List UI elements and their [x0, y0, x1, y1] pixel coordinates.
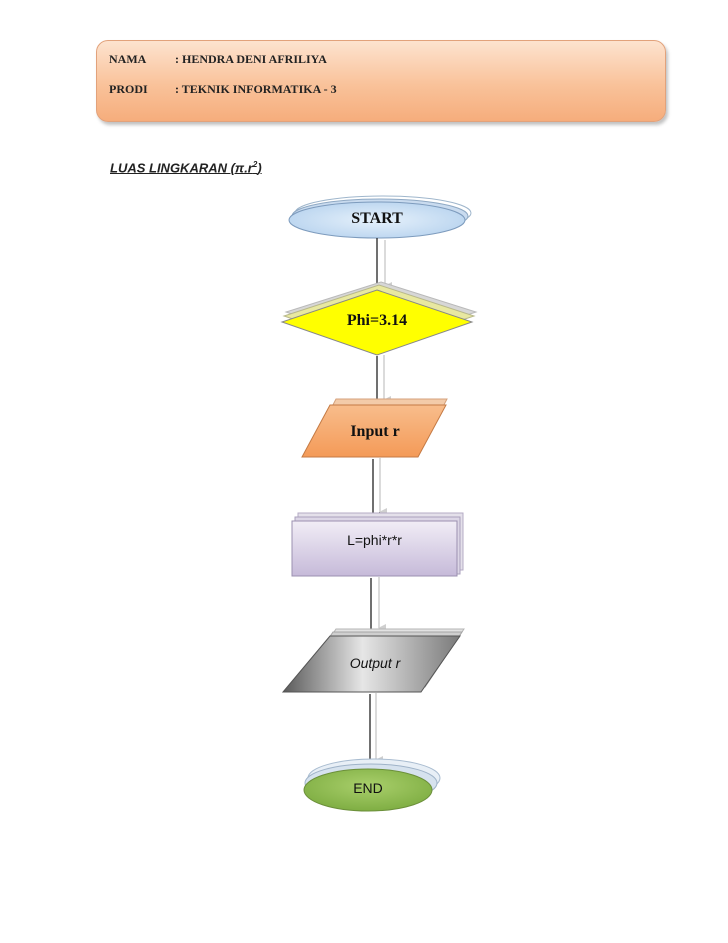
title-superscript: 2 [252, 160, 258, 169]
process-rectangle [291, 512, 464, 577]
prodi-label: PRODI [109, 82, 148, 96]
init-decision [280, 281, 478, 356]
start-terminator [288, 195, 472, 239]
nama-label: NAMA [109, 52, 147, 66]
output-parallelogram [281, 628, 465, 693]
page-title: LUAS LINGKARAN (π.r2) [110, 160, 262, 175]
nama-row: NAMA : HENDRA DENI AFRILIYA [109, 52, 327, 67]
process-label: L=phi*r*r [347, 532, 402, 548]
prodi-row: PRODI : TEKNIK INFORMATIKA - 3 [109, 82, 337, 97]
start-label: START [351, 210, 403, 227]
input-parallelogram [301, 398, 448, 458]
header-box: NAMA : HENDRA DENI AFRILIYA PRODI : TEKNIK… [96, 40, 666, 122]
prodi-value: : TEKNIK INFORMATIKA - 3 [175, 82, 337, 96]
end-terminator [303, 758, 441, 812]
title-main: LUAS LINGKARAN (π.r [110, 160, 253, 176]
title-close: ) [257, 160, 262, 176]
output-label: Output r [349, 655, 401, 671]
end-label: END [353, 780, 383, 796]
input-label: Input r [350, 423, 400, 440]
init-label: Phi=3.14 [346, 312, 408, 329]
nama-value: : HENDRA DENI AFRILIYA [175, 52, 327, 66]
